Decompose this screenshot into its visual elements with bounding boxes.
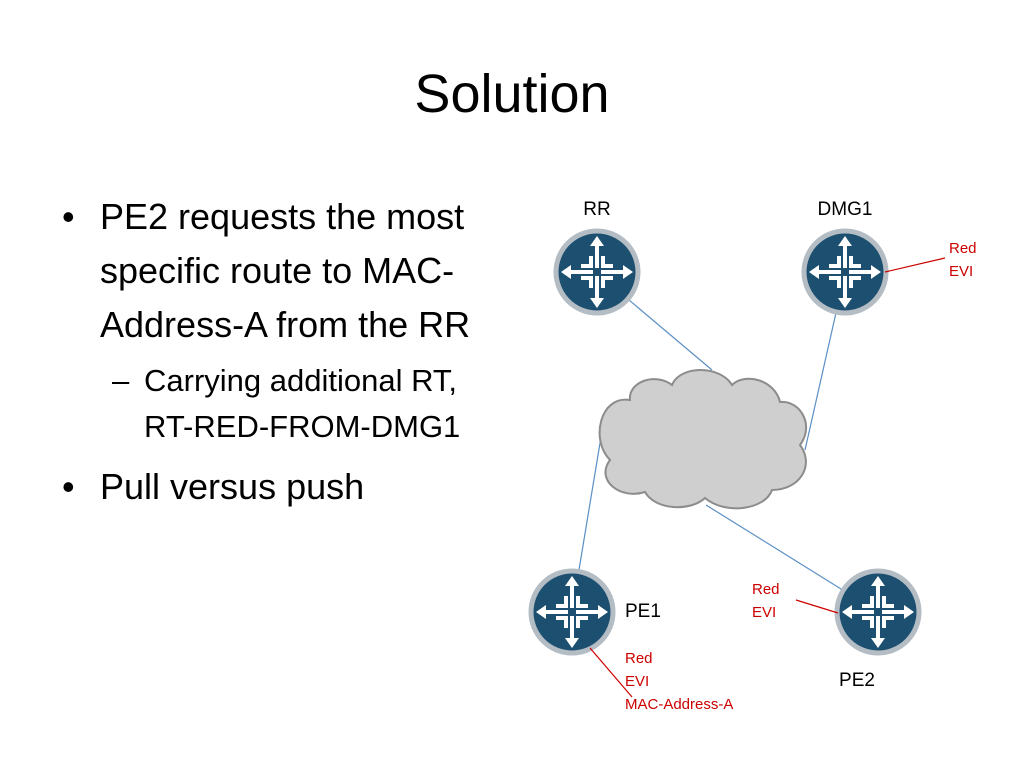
sub-bullet-text: Carrying additional RT, RT-RED-FROM-DMG1 bbox=[144, 363, 461, 444]
router-icon bbox=[531, 571, 613, 653]
annotation-text: EVI bbox=[752, 604, 776, 621]
annotation-leader-pe2 bbox=[795, 599, 839, 614]
annotation-leader-pe1 bbox=[589, 647, 633, 698]
bullet-item: Pull versus push bbox=[58, 460, 478, 514]
router-rr: RR bbox=[556, 199, 638, 313]
annotation-text: Red bbox=[752, 581, 780, 598]
annotation-text: Red bbox=[949, 240, 977, 257]
bullet-list: PE2 requests the most specific route to … bbox=[58, 190, 478, 524]
annotation-dmg1: Red EVI bbox=[884, 240, 977, 280]
node-label-rr: RR bbox=[583, 199, 610, 220]
bullet-text: Pull versus push bbox=[100, 466, 365, 507]
router-pe1: PE1 bbox=[531, 571, 661, 653]
router-icon bbox=[804, 231, 886, 313]
slide-title: Solution bbox=[414, 64, 610, 124]
router-dmg1: DMG1 bbox=[804, 199, 886, 313]
bullet-item: PE2 requests the most specific route to … bbox=[58, 190, 478, 450]
router-icon bbox=[837, 571, 919, 653]
router-icon bbox=[556, 231, 638, 313]
annotation-leader-dmg1 bbox=[884, 257, 946, 273]
node-label-pe2: PE2 bbox=[839, 670, 875, 691]
annotation-text: EVI bbox=[949, 263, 973, 280]
node-label-pe1: PE1 bbox=[625, 601, 661, 622]
annotation-pe2: Red EVI bbox=[752, 581, 839, 621]
annotation-pe1: Red EVI MAC-Address-A bbox=[589, 647, 733, 713]
annotation-text: MAC-Address-A bbox=[625, 696, 733, 713]
annotation-text: Red bbox=[625, 650, 653, 667]
annotation-text: EVI bbox=[625, 673, 649, 690]
node-label-dmg1: DMG1 bbox=[818, 199, 873, 220]
network-cloud-icon bbox=[598, 369, 807, 510]
sub-bullet-list: Carrying additional RT, RT-RED-FROM-DMG1 bbox=[100, 358, 478, 450]
bullet-text: PE2 requests the most specific route to … bbox=[100, 196, 471, 345]
router-pe2: PE2 bbox=[837, 571, 919, 691]
sub-bullet-item: Carrying additional RT, RT-RED-FROM-DMG1 bbox=[100, 358, 478, 450]
